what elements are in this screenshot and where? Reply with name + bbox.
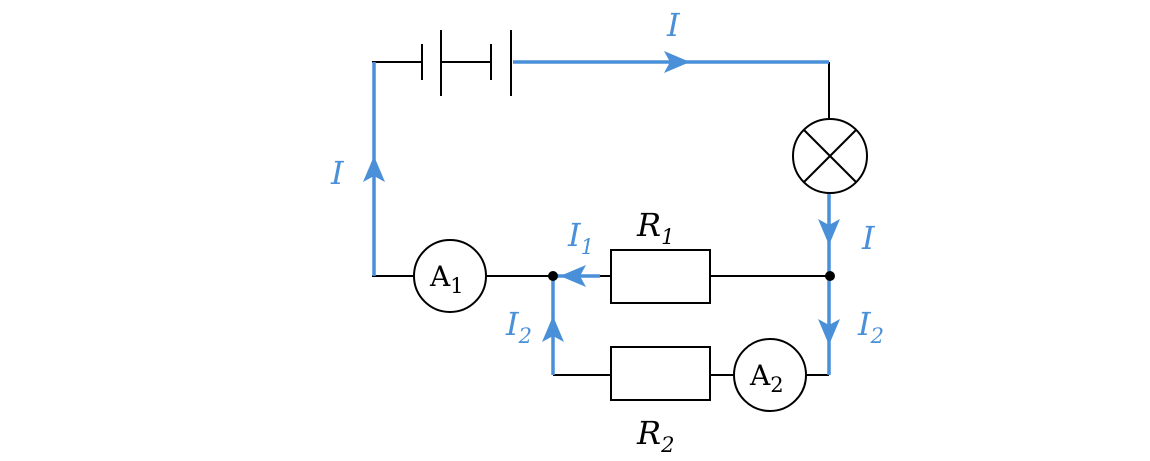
label-current-i2-right: I2 (857, 305, 884, 348)
black-wires (372, 61, 830, 376)
label-current-i1: I1 (567, 216, 594, 259)
label-a2: A2 (749, 359, 784, 397)
label-a1: A1 (429, 260, 464, 298)
current-paths (372, 60, 831, 375)
resistor-r2 (610, 346, 711, 401)
resistor-r1 (610, 249, 711, 304)
junction-right (825, 271, 835, 281)
arrow-right-down-upper (818, 219, 840, 245)
battery-symbol (421, 30, 512, 96)
arrow-top-right (664, 51, 690, 73)
label-r1: R1 (636, 206, 674, 249)
ammeter-a1 (413, 239, 487, 313)
label-current-i2-left: I2 (505, 305, 532, 348)
junction-left (548, 271, 558, 281)
arrow-left-up (363, 156, 385, 182)
ammeter-a2 (733, 338, 807, 412)
label-current-right: I (861, 219, 876, 257)
lamp-symbol (792, 118, 868, 194)
label-current-top: I (666, 6, 681, 44)
label-r2: R2 (636, 414, 674, 457)
label-current-left: I (330, 154, 345, 192)
arrow-junction-left (560, 265, 586, 287)
arrow-junction-up (542, 316, 564, 342)
arrow-right-down-lower (818, 319, 840, 345)
